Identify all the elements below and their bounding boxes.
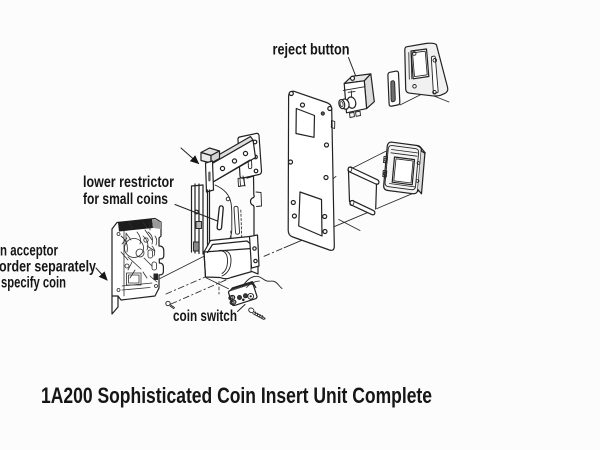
- svg-text:1A200 Sophisticated Coin Inser: 1A200 Sophisticated Coin Insert Unit Com…: [41, 383, 432, 408]
- svg-text:reject button: reject button: [273, 42, 350, 59]
- svg-text:for small coins: for small coins: [83, 191, 168, 208]
- svg-text:coin switch: coin switch: [173, 308, 237, 325]
- svg-text:n acceptor: n acceptor: [0, 243, 58, 260]
- svg-text:order separately: order separately: [0, 259, 96, 276]
- svg-text:specify coin: specify coin: [1, 275, 66, 292]
- svg-text:lower restrictor: lower restrictor: [83, 174, 174, 191]
